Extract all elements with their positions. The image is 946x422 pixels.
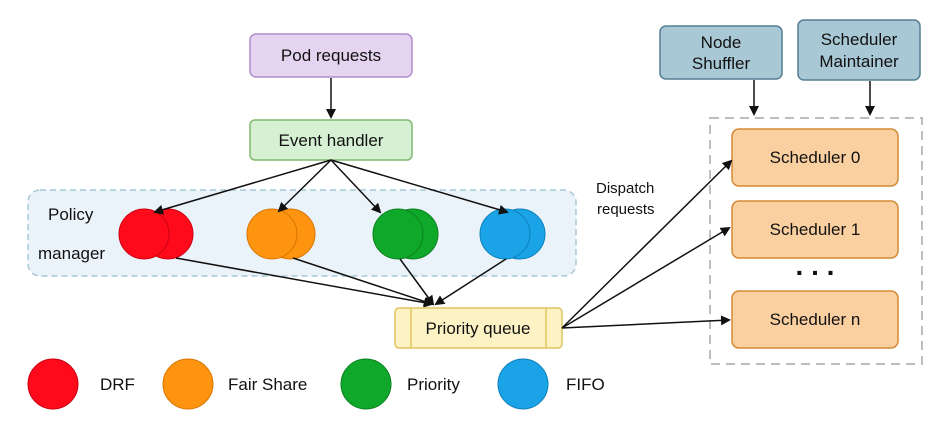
scheduler-1-label: Scheduler 1 — [770, 220, 861, 239]
pod-requests-box — [249, 33, 413, 78]
policy-drf-circles — [118, 208, 194, 260]
legend-fifo-swatch — [497, 358, 549, 410]
node-shuffler-box — [659, 25, 783, 80]
node-shuffler-label-1: Node — [701, 33, 742, 52]
policy-fifo-circles — [479, 208, 546, 260]
scheduler-0-box — [731, 128, 899, 187]
scheduler-n-box — [731, 290, 899, 349]
scheduler-1-box — [731, 200, 899, 259]
scheduler-region — [709, 117, 923, 365]
legend-priority-swatch — [340, 358, 392, 410]
scheduler-ellipsis: . . . — [796, 250, 835, 281]
scheduler-n-label: Scheduler n — [770, 310, 861, 329]
legend-fairshare-swatch — [162, 358, 214, 410]
policy-priority-circles — [372, 208, 439, 260]
dispatch-label-1: Dispatch — [596, 180, 654, 197]
pod-requests-label: Pod requests — [281, 46, 381, 65]
scheduler-0-label: Scheduler 0 — [770, 148, 861, 167]
dispatch-label-2: requests — [597, 201, 655, 218]
scheduler-maintainer-label-1: Scheduler — [821, 30, 898, 49]
policy-manager-label-1: Policy — [48, 205, 94, 224]
legend-fifo-label: FIFO — [566, 375, 605, 394]
legend-fairshare-label: Fair Share — [228, 375, 307, 394]
event-handler-label: Event handler — [279, 131, 384, 150]
scheduler-maintainer-label-2: Maintainer — [819, 52, 899, 71]
legend-drf-label: DRF — [100, 375, 135, 394]
legend-drf-swatch — [27, 358, 79, 410]
flow-arrows — [153, 78, 875, 329]
legend-priority-label: Priority — [407, 375, 460, 394]
policy-fairshare-circles — [246, 208, 316, 260]
priority-queue-label: Priority queue — [426, 319, 531, 338]
scheduler-maintainer-box — [797, 19, 921, 81]
policy-manager-label-2: manager — [38, 244, 105, 263]
legend: DRF Fair Share Priority FIFO — [27, 358, 605, 410]
node-shuffler-label-2: Shuffler — [692, 54, 751, 73]
